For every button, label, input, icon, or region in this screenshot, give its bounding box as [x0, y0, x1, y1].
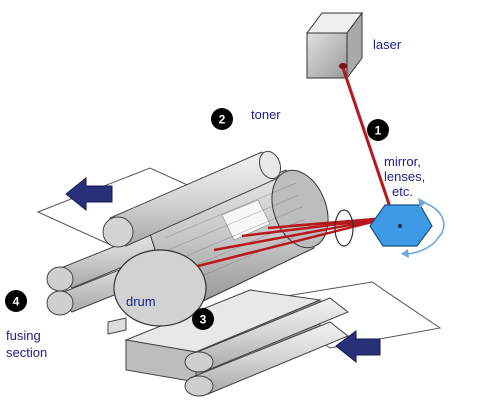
- mirror-label-line-3: etc.: [392, 184, 413, 199]
- svg-text:3: 3: [200, 313, 207, 327]
- step-2-marker: 2: [211, 108, 233, 130]
- toner-roller: [102, 150, 282, 248]
- step-4-marker: 4: [5, 290, 27, 312]
- lens-ring: [334, 209, 354, 247]
- rotation-arrow-icon: [401, 198, 445, 258]
- svg-text:4: 4: [13, 295, 20, 309]
- mirror-label-line-1: mirror,: [384, 154, 421, 169]
- fusing-label-line-2: section: [6, 345, 47, 360]
- svg-text:2: 2: [219, 113, 226, 127]
- paper-direction-arrow-icon: [335, 330, 381, 364]
- step-1-marker: 1: [367, 119, 389, 141]
- input-rollers: [184, 297, 349, 397]
- mirror-label-line-2: lenses,: [384, 169, 425, 184]
- paper-direction-arrow-icon: [65, 176, 113, 212]
- fusing-label-line-1: fusing: [6, 328, 41, 343]
- drum-label: drum: [126, 294, 156, 309]
- drum-image-area: [221, 199, 271, 241]
- svg-text:1: 1: [375, 124, 382, 138]
- laser-beam: [197, 67, 394, 268]
- toner-label: toner: [251, 107, 281, 122]
- laser-label: laser: [373, 37, 402, 52]
- step-3-marker: 3: [192, 308, 214, 330]
- rotating-mirror: [369, 204, 433, 247]
- laser-unit: [306, 11, 363, 80]
